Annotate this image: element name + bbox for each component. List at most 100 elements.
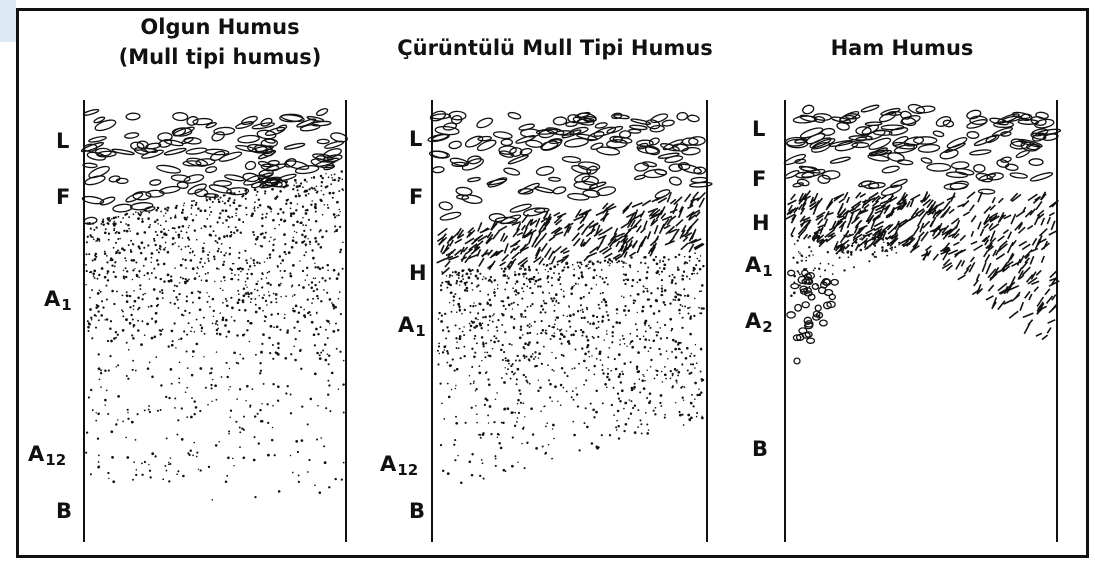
mineral-dot [250, 298, 252, 300]
mineral-dot [541, 320, 543, 322]
mineral-dot [468, 268, 471, 271]
mineral-dot [106, 318, 108, 320]
mineral-dot [99, 240, 100, 241]
mineral-dot [242, 221, 244, 223]
mineral-dot [529, 326, 531, 328]
mineral-dot [462, 269, 464, 271]
mineral-dot [799, 273, 801, 275]
mineral-dot [326, 264, 329, 267]
mineral-dot [677, 268, 680, 271]
mineral-dot [509, 343, 511, 345]
leaf-fragment [567, 193, 589, 201]
panel3-title-line1: Ham Humus [812, 33, 992, 63]
panel2-label-b: B [409, 500, 425, 522]
mineral-dot [629, 343, 631, 345]
mineral-dot [459, 307, 461, 309]
mineral-dot [157, 263, 159, 265]
mineral-dot [558, 273, 560, 275]
mineral-dot [449, 274, 451, 276]
mineral-dot [487, 294, 489, 296]
humus-dash [1023, 313, 1034, 317]
mineral-dot [115, 337, 117, 339]
mineral-dot [185, 246, 187, 248]
mineral-dot [254, 289, 256, 291]
mineral-dot [554, 305, 555, 306]
leaf-fragment [927, 164, 951, 172]
mineral-dot [261, 217, 264, 220]
mineral-dot [496, 392, 498, 394]
mineral-dot [446, 287, 448, 289]
mineral-dot [228, 226, 230, 228]
mineral-dot [631, 389, 633, 391]
mineral-dot [303, 309, 305, 311]
mineral-dot [191, 207, 193, 209]
leaf-fragment [99, 196, 116, 207]
mineral-dot [321, 277, 323, 279]
mineral-dot [478, 434, 480, 436]
mineral-dot [674, 296, 676, 298]
mineral-dot [601, 301, 603, 303]
mineral-dot [655, 300, 658, 303]
mineral-dot [235, 421, 237, 423]
mineral-dot [583, 317, 586, 320]
mineral-dot [272, 249, 275, 252]
mineral-dot [471, 366, 473, 368]
leaf-fragment [187, 182, 208, 196]
mineral-dot [261, 278, 263, 280]
mineral-dot [681, 414, 683, 416]
mineral-dot [451, 311, 453, 313]
humus-dash [1024, 323, 1030, 333]
mineral-dot [222, 317, 224, 319]
mineral-dot [128, 349, 130, 351]
mineral-dot [218, 268, 220, 270]
mineral-dot [522, 402, 524, 404]
mineral-dot [133, 461, 135, 463]
mineral-dot [220, 288, 222, 290]
mineral-dot [546, 422, 548, 424]
mineral-dot [298, 312, 300, 314]
mineral-dot [253, 262, 255, 264]
mineral-dot [316, 438, 318, 440]
leaf-fragment [130, 202, 153, 211]
mineral-dot [551, 458, 553, 460]
mineral-dot [332, 179, 334, 181]
mineral-dot [456, 368, 459, 371]
mineral-dot [154, 336, 157, 339]
mineral-dot [690, 402, 693, 405]
mineral-dot [87, 326, 90, 329]
mineral-dot [185, 267, 187, 269]
mineral-dot [153, 240, 155, 242]
mineral-dot [186, 416, 188, 418]
mineral-dot [106, 298, 108, 300]
mineral-dot [177, 299, 179, 301]
mineral-dot [246, 329, 248, 331]
mineral-dot [311, 200, 312, 201]
mineral-dot [229, 386, 231, 388]
mineral-dot [188, 278, 190, 280]
mineral-dot [661, 371, 663, 373]
mineral-dot [279, 208, 282, 211]
humus-dash [860, 194, 866, 198]
mineral-dot [616, 261, 618, 263]
mineral-dot [501, 300, 503, 302]
mineral-dot [183, 205, 185, 207]
mineral-dot [290, 394, 292, 396]
mineral-dot [187, 367, 189, 369]
mineral-dot [186, 216, 188, 218]
mineral-dot [269, 254, 271, 256]
mineral-dot [277, 313, 279, 315]
panel3-label-a2-sub: 2 [762, 318, 772, 336]
mineral-dot [317, 405, 319, 407]
leaf-fragment [672, 144, 688, 152]
mineral-dot [226, 336, 228, 338]
mineral-dot [117, 238, 119, 240]
mineral-dot [517, 399, 520, 402]
mineral-dot [505, 360, 507, 362]
mineral-dot [577, 310, 579, 312]
mineral-dot [238, 252, 240, 254]
mineral-dot [441, 282, 443, 284]
mineral-dot [320, 352, 322, 354]
mineral-dot [321, 181, 323, 183]
mineral-dot [562, 355, 564, 357]
mineral-dot [677, 374, 679, 376]
